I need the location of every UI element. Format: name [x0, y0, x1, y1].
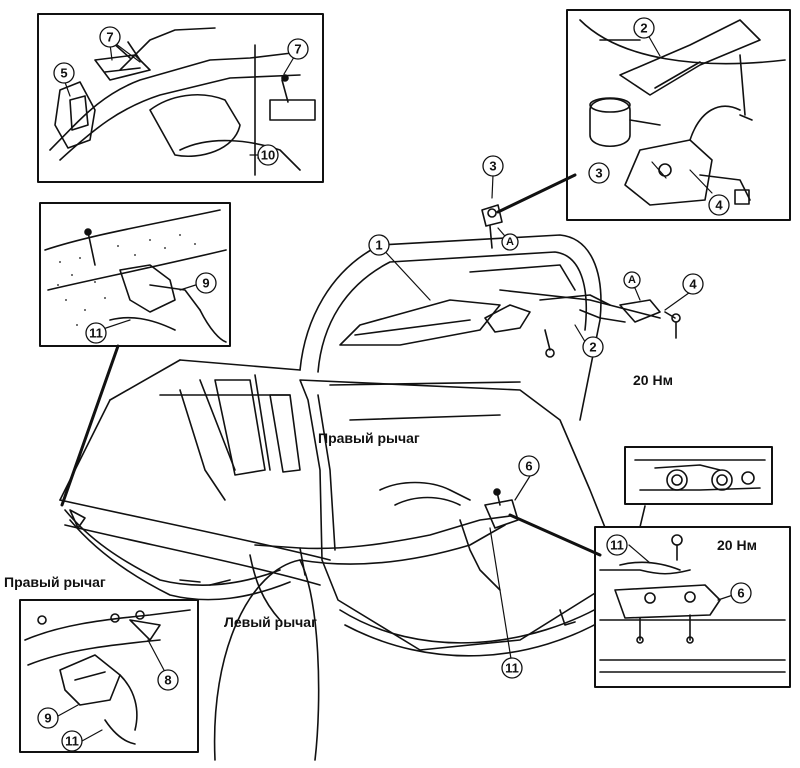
- svg-text:3: 3: [489, 159, 496, 174]
- label-right-lever-main: Правый рычаг: [318, 430, 420, 446]
- svg-text:11: 11: [505, 661, 519, 676]
- callout-a-right: A: [623, 271, 641, 289]
- callout-6-inset: 6: [730, 582, 752, 604]
- label-right-lever-inset: Правый рычаг: [4, 574, 106, 590]
- callout-11-c: 11: [606, 534, 628, 556]
- svg-text:7: 7: [106, 30, 113, 45]
- svg-text:6: 6: [525, 459, 532, 474]
- callout-a-main: A: [501, 233, 519, 251]
- callout-1: 1: [368, 234, 390, 256]
- callout-11-b: 11: [501, 657, 523, 679]
- callout-7-a: 7: [99, 26, 121, 48]
- callout-11-a: 11: [85, 322, 107, 344]
- svg-text:5: 5: [60, 66, 67, 81]
- callout-2-inset: 2: [633, 17, 655, 39]
- inset-latch: [594, 526, 791, 688]
- callouts: 1 2 2 3 3 4 4 5 6 6 7 7 8 9 9 10 11 11 1…: [37, 17, 752, 752]
- callout-9-b: 9: [37, 707, 59, 729]
- label-torque-b: 20 Нм: [717, 537, 757, 553]
- svg-text:6: 6: [737, 586, 744, 601]
- svg-text:2: 2: [640, 21, 647, 36]
- svg-text:8: 8: [164, 673, 171, 688]
- svg-text:9: 9: [202, 276, 209, 291]
- svg-text:11: 11: [65, 734, 79, 749]
- callout-6-main: 6: [518, 455, 540, 477]
- svg-text:10: 10: [261, 148, 275, 163]
- text-labels: Правый рычаг Правый рычаг Левый рычаг 20…: [4, 372, 757, 630]
- inset-cable-left: [39, 202, 231, 347]
- svg-text:1: 1: [375, 238, 382, 253]
- leader-lines: [60, 173, 646, 557]
- callout-11-d: 11: [61, 730, 83, 752]
- callout-10: 10: [257, 144, 279, 166]
- svg-text:A: A: [506, 236, 514, 248]
- callout-7-b: 7: [287, 38, 309, 60]
- svg-text:3: 3: [595, 166, 602, 181]
- label-left-lever: Левый рычаг: [224, 614, 317, 630]
- callout-8: 8: [157, 669, 179, 691]
- label-torque-a: 20 Нм: [633, 372, 673, 388]
- callout-4-inset: 4: [708, 194, 730, 216]
- callout-5: 5: [53, 62, 75, 84]
- svg-text:11: 11: [89, 326, 103, 341]
- callout-3-main: 3: [482, 155, 504, 177]
- callout-3-inset: 3: [588, 162, 610, 184]
- callout-2-main: 2: [582, 336, 604, 358]
- callout-4-main: 4: [682, 273, 704, 295]
- svg-text:11: 11: [610, 538, 624, 553]
- inset-interior-trim: [37, 13, 324, 183]
- callout-9-a: 9: [195, 272, 217, 294]
- svg-text:9: 9: [44, 711, 51, 726]
- svg-text:4: 4: [689, 277, 697, 292]
- main-car-illustration: [59, 204, 681, 761]
- svg-text:2: 2: [589, 340, 596, 355]
- inset-bracket-detail: [624, 446, 773, 505]
- svg-text:4: 4: [715, 198, 723, 213]
- svg-text:A: A: [628, 274, 636, 286]
- inset-lock-assembly: [566, 9, 791, 221]
- svg-text:7: 7: [294, 42, 301, 57]
